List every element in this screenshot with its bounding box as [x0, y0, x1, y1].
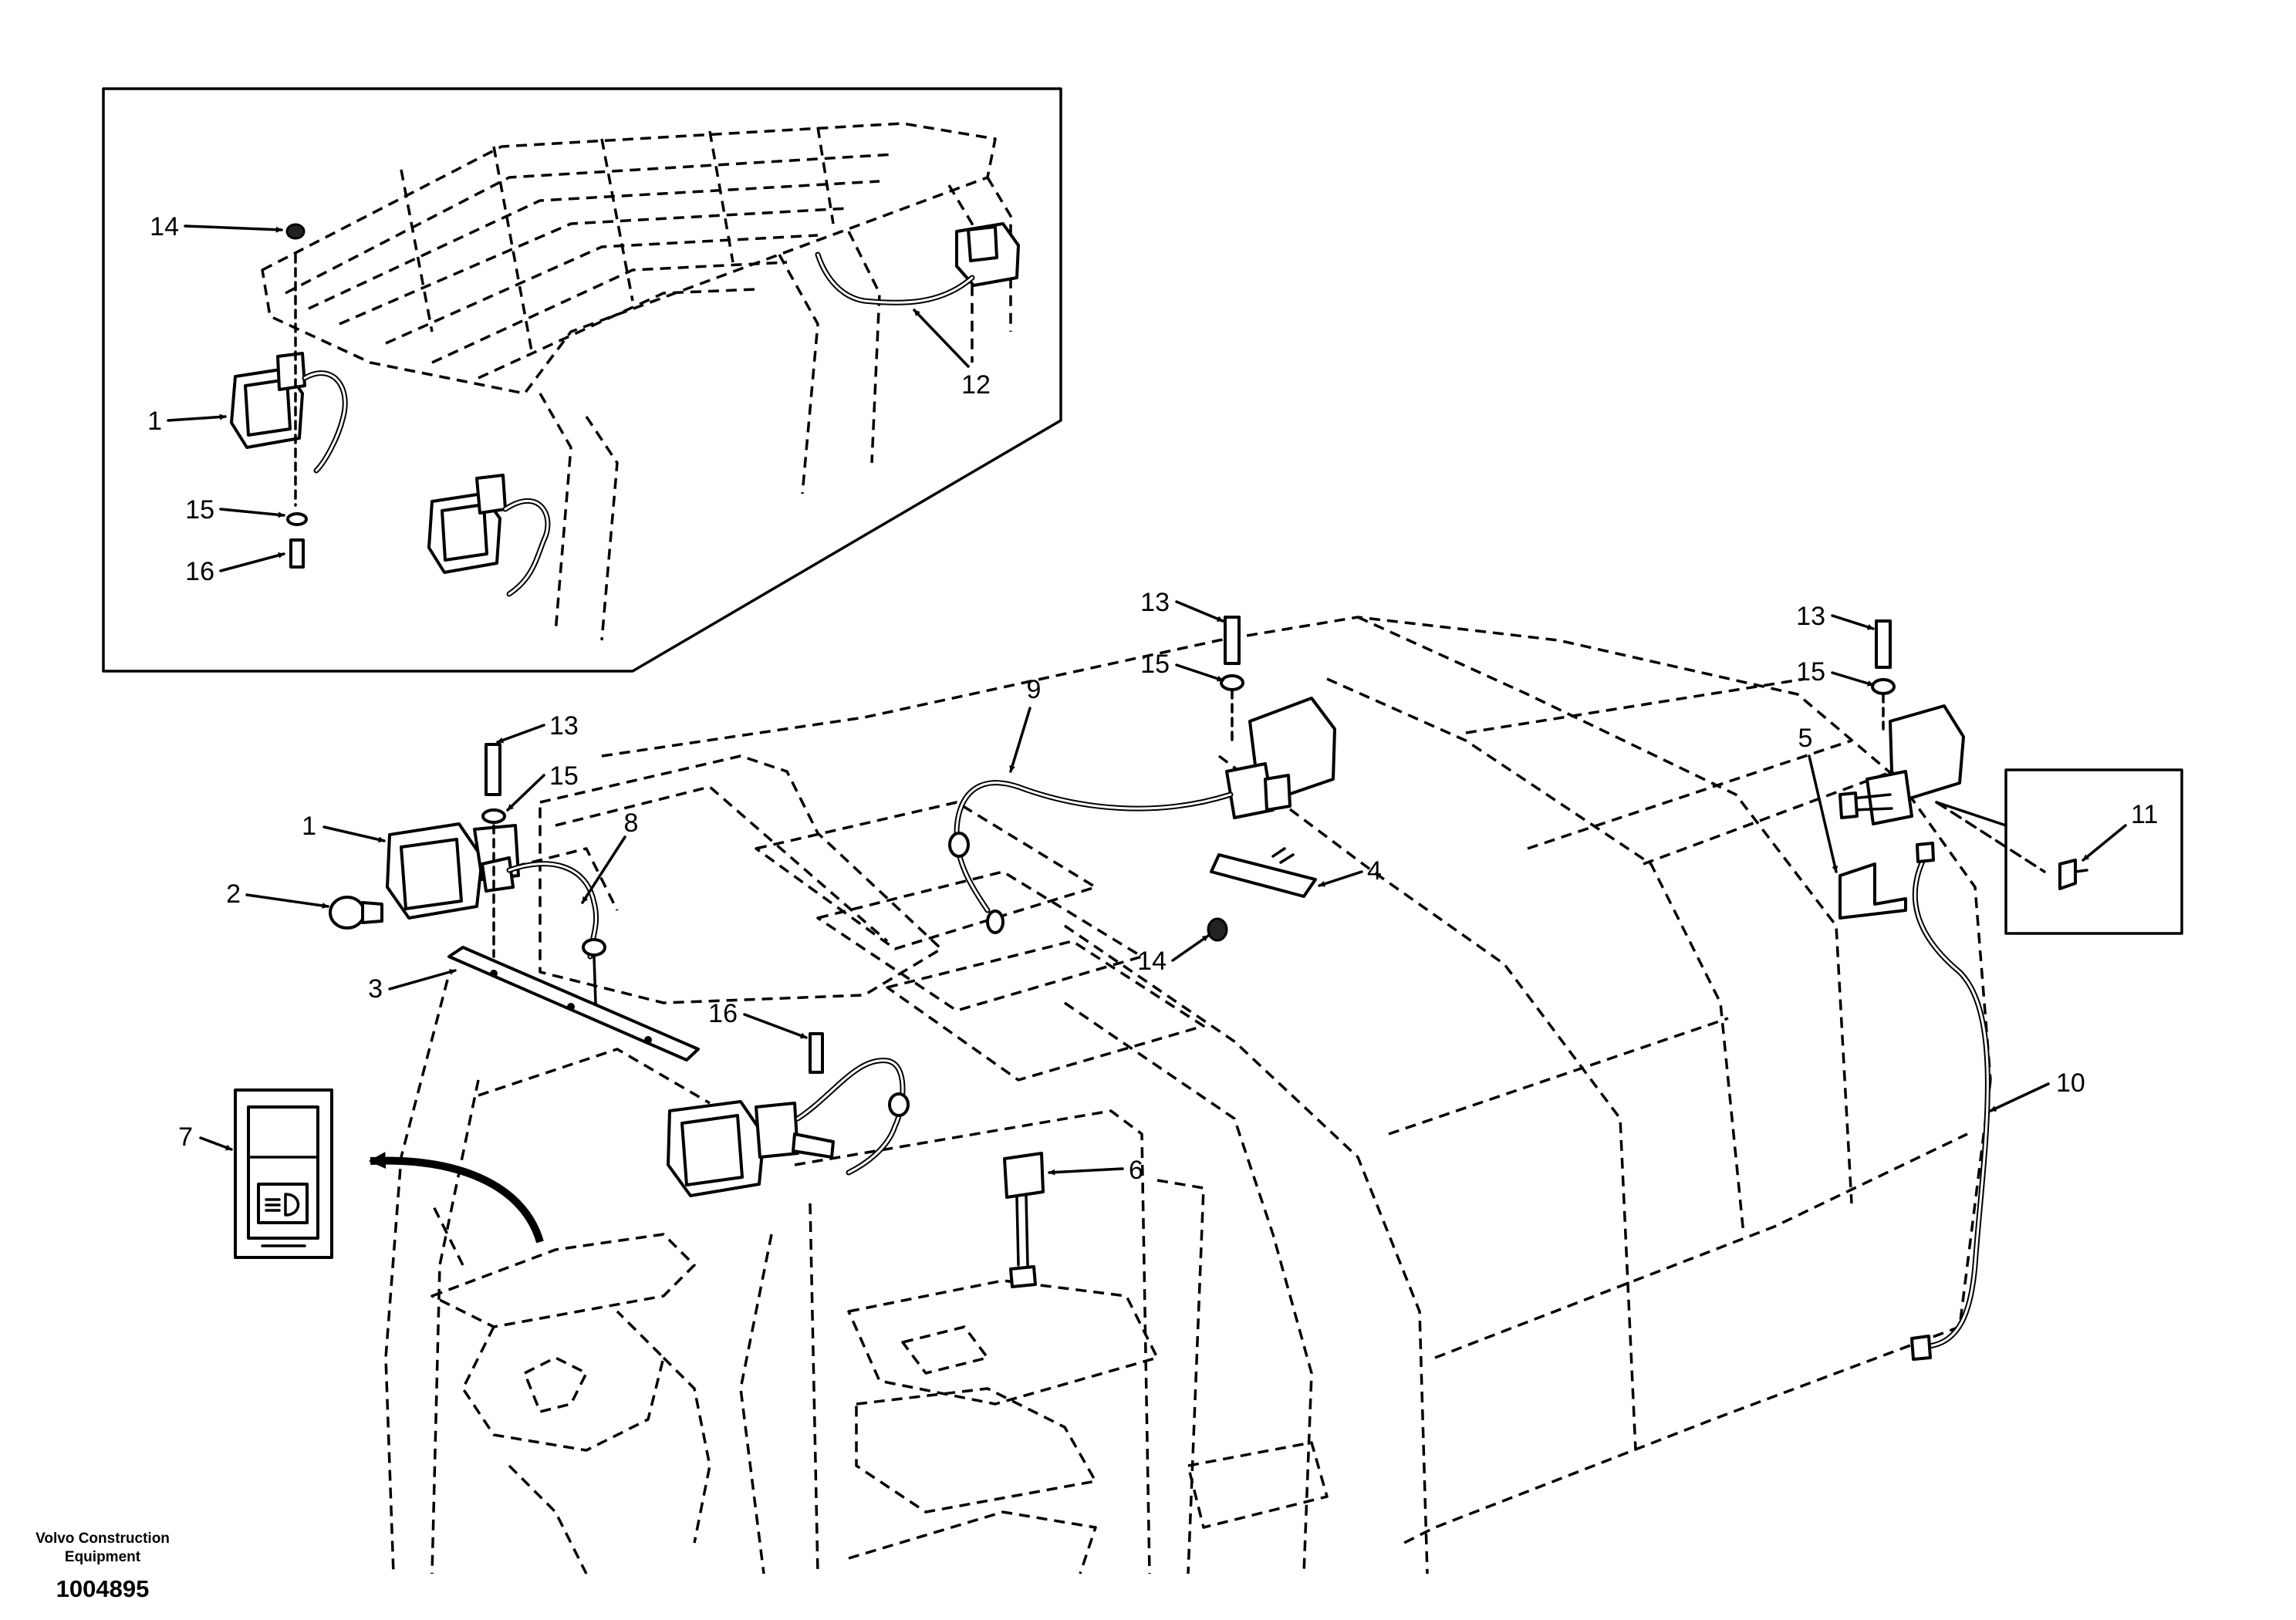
- washer-right-15: [1871, 678, 1896, 695]
- bolt-left-13: [485, 743, 501, 796]
- bolt-mid-13: [1224, 616, 1241, 665]
- callout-6: 6: [1129, 1156, 1143, 1185]
- callout-5: 5: [1798, 724, 1813, 753]
- work-lamp-inset-left: [230, 352, 348, 474]
- bolt-right-13: [1875, 619, 1892, 669]
- footer: Volvo Construction Equipment 1004895: [35, 1531, 170, 1602]
- callout-13-right: 13: [1796, 602, 1825, 631]
- callout-3: 3: [368, 974, 383, 1004]
- detail-box-11: [1935, 768, 2183, 935]
- callout-12: 12: [961, 370, 991, 400]
- callout-14-main: 14: [1137, 947, 1167, 976]
- harness-10: [1910, 842, 1990, 1361]
- callout-11: 11: [2131, 800, 2158, 829]
- callout-4: 4: [1367, 856, 1382, 886]
- callout-1-main: 1: [302, 812, 316, 841]
- bolt-main-16: [809, 1032, 824, 1074]
- warning-plate: [1210, 847, 1317, 898]
- callout-2: 2: [226, 879, 241, 909]
- curved-arrow: [368, 1152, 544, 1244]
- callout-14-inset: 14: [150, 212, 179, 241]
- callout-10: 10: [2056, 1068, 2085, 1098]
- callout-8: 8: [624, 808, 639, 838]
- machine-body-outline: [384, 616, 1992, 1574]
- callout-labels: 14 1 15 16 12 13 15 1 8 2 3 16 7 6 9 13 …: [147, 212, 2158, 1185]
- inset-detail-view: [102, 87, 1062, 673]
- relay: [1003, 1152, 1045, 1288]
- callout-15-right: 15: [1796, 657, 1825, 687]
- washer-mid-15: [1220, 674, 1244, 691]
- callout-16-main: 16: [708, 999, 738, 1028]
- callout-13-mid: 13: [1140, 588, 1170, 617]
- washer-left-15: [481, 808, 506, 824]
- bracket-5: [1838, 862, 1907, 920]
- callout-7: 7: [178, 1122, 193, 1152]
- nut-main-14: [1207, 917, 1228, 942]
- callout-15-inset: 15: [185, 495, 214, 525]
- work-lamp-front-left: [386, 822, 606, 1020]
- mounting-bar: [447, 946, 700, 1061]
- callout-16-inset: 16: [185, 557, 214, 586]
- work-lamp-rear-right: [1838, 704, 1965, 825]
- company-line-2: Equipment: [65, 1549, 141, 1565]
- callout-15-mid: 15: [1140, 650, 1170, 679]
- company-line-1: Volvo Construction: [35, 1531, 170, 1547]
- bulb: [329, 896, 383, 930]
- nut-inset-14: [285, 223, 306, 240]
- work-lamp-rear-middle: [948, 697, 1336, 934]
- callout-1-inset: 1: [147, 407, 162, 436]
- washer-inset-15: [286, 512, 308, 526]
- callout-15-left: 15: [549, 761, 579, 791]
- callout-9: 9: [1027, 675, 1042, 704]
- light-switch: [234, 1088, 333, 1259]
- drawing-number: 1004895: [56, 1575, 150, 1602]
- callout-13-left: 13: [549, 711, 579, 741]
- bolt-inset-16: [289, 538, 305, 569]
- work-lamp-front-right: [667, 1058, 910, 1197]
- work-lamp-inset-right: [427, 474, 551, 597]
- rear-lamp-inset: [815, 222, 1020, 305]
